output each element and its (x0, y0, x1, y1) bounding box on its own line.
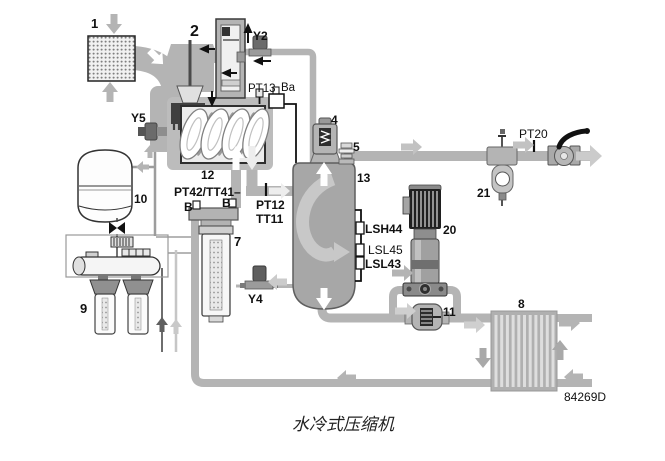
flow-arrow-icon (136, 161, 149, 173)
flow-arrow-icon (576, 145, 602, 167)
pipe-pump-loop-right (441, 286, 461, 322)
label-sensor-tt11: TT11 (256, 212, 284, 226)
swirl-arrowhead-icon (334, 242, 350, 262)
water-pump (402, 184, 448, 297)
flow-arrow-icon (156, 317, 168, 332)
label-port-b-right: B (222, 196, 231, 210)
expansion-vessel (77, 149, 133, 223)
flow-arrow-icon (401, 139, 422, 155)
label-component-9: 9 (80, 301, 87, 316)
flow-arrow-icon (102, 82, 118, 102)
label-valve-y4: Y4 (248, 292, 263, 306)
flow-arrow-icon (269, 183, 290, 199)
level-sensor-lsl45 (355, 243, 365, 257)
swirl-arrow-icon (296, 172, 339, 262)
unloader-valve (215, 18, 246, 99)
flow-arrow-icon (552, 340, 568, 360)
labels: 1 2 Y2 PT13 Ba Y5 10 12 PT42/TT41– B B P… (80, 16, 606, 435)
label-valve-y5: Y5 (131, 111, 146, 125)
label-component-20: 20 (443, 223, 457, 237)
flow-arrow-icon (475, 348, 491, 368)
flow-arrow-icon (106, 14, 122, 34)
pipe-oil-return (191, 212, 491, 387)
safety-valve (312, 117, 338, 155)
control-arrows (199, 23, 271, 107)
label-sensor-ba: Ba (281, 82, 296, 94)
label-sensor-pt12: PT12 (256, 198, 285, 212)
water-treatment-unit (65, 234, 169, 335)
flow-arrows (102, 14, 602, 386)
flow-arrow-icon (228, 146, 244, 170)
flow-arrow-icon (337, 370, 356, 386)
screw-element (179, 105, 270, 164)
label-port-b-left: B (184, 200, 193, 214)
flow-arrow-icon (147, 48, 164, 65)
label-component-13: 13 (357, 171, 371, 185)
label-sensor-lsh44: LSH44 (365, 222, 403, 236)
flow-arrow-icon (464, 317, 485, 333)
flow-arrow-icon (170, 319, 182, 334)
pipe-blowoff-y2 (244, 48, 317, 163)
label-component-4: 4 (331, 113, 338, 127)
level-sensors (355, 209, 365, 282)
label-component-5: 5 (353, 140, 360, 154)
label-sensor-lsl45: LSL45 (368, 243, 403, 257)
pressure-sensor-pt13 (255, 88, 264, 104)
label-component-10: 10 (134, 192, 148, 206)
label-component-11: 11 (443, 305, 456, 319)
oil-filter (188, 198, 239, 323)
min-pressure-valve (338, 142, 355, 165)
solenoid-valve-y2 (248, 35, 272, 57)
air-filter (87, 35, 136, 82)
water-separator (486, 129, 518, 206)
label-component-12: 12 (201, 168, 215, 182)
label-component-1: 1 (91, 16, 98, 31)
level-sensor-lsl43 (355, 256, 365, 270)
level-sensor-lsh44 (355, 221, 365, 235)
port-b-left (192, 200, 201, 210)
valve-handle-icon (556, 128, 589, 150)
flow-arrow-icon (144, 145, 156, 158)
flow-arrow-icon (316, 288, 332, 310)
flow-arrow-icon (244, 146, 260, 170)
label-component-2: 2 (190, 23, 199, 40)
flow-arrow-icon (316, 162, 332, 186)
thermostatic-valve (404, 303, 450, 331)
label-sensor-lsl43: LSL43 (365, 257, 401, 271)
label-valve-y2: Y2 (253, 29, 268, 43)
flow-arrow-icon (392, 265, 413, 281)
label-component-7: 7 (234, 234, 241, 249)
label-sensor-pt13: PT13 (248, 83, 276, 95)
flow-arrow-icon (395, 303, 416, 319)
flow-arrow-icon (513, 137, 534, 153)
figure-caption: 水冷式压缩机 (292, 415, 395, 435)
pipe-pump-loop-left (389, 286, 409, 322)
label-component-8: 8 (518, 297, 525, 311)
figure-code: 84269D (564, 390, 606, 404)
solenoid-valve-y5 (138, 122, 167, 141)
port-b-right (228, 198, 237, 208)
label-sensor-pt42-tt41: PT42/TT41– (174, 185, 241, 199)
ball-valve (547, 128, 590, 166)
heat-exchanger (490, 310, 558, 392)
sensor-ba (268, 86, 285, 109)
flow-arrow-icon (564, 369, 583, 385)
flow-arrow-icon (268, 274, 287, 290)
flow-arrow-icon (559, 315, 580, 331)
label-sensor-pt20: PT20 (519, 127, 548, 141)
label-component-21: 21 (477, 186, 491, 200)
